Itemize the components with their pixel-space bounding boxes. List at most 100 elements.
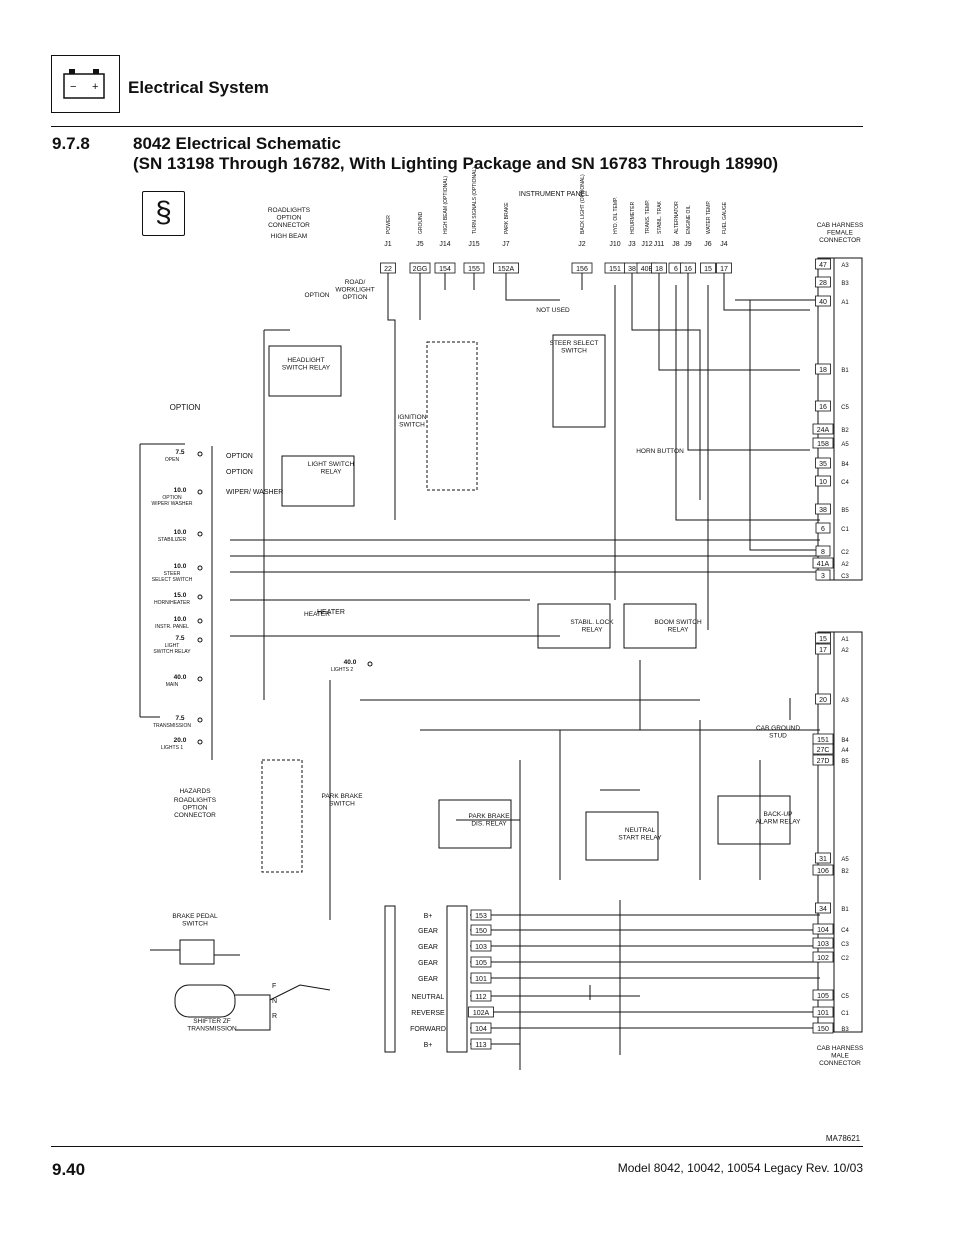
component-label-20-line2: TRANSMISSION xyxy=(187,1026,237,1033)
instrument-col-6-label: BACK LIGHT (OPTIONAL) xyxy=(580,174,586,234)
instrument-jack-j14: J14 xyxy=(439,241,450,248)
instrument-wire-2-box xyxy=(409,262,431,274)
component-label-2: HIGH BEAM xyxy=(271,233,307,240)
component-label-16-line2: START RELAY xyxy=(618,835,662,842)
instrument-jack-j3: J3 xyxy=(628,241,636,248)
instrument-wire-2: 2GG xyxy=(413,266,428,273)
female-wire-5: 16 xyxy=(819,404,827,411)
fuse-3-name: STABILIZER xyxy=(158,537,187,543)
male-wire-3: 20 xyxy=(819,697,827,704)
component-label-23-line3: CONNECTOR xyxy=(819,237,861,244)
female-wire-10: 38 xyxy=(819,507,827,514)
fuse-2-name-2: WIPER/ WASHER xyxy=(152,501,193,507)
instrument-wire-14-box xyxy=(716,262,732,274)
shifter-output-2-wire-box xyxy=(470,924,492,936)
instrument-jack-j1: J1 xyxy=(384,241,392,248)
fuse-10-terminal xyxy=(197,739,203,745)
instrument-jack-j5: J5 xyxy=(416,241,424,248)
component-label-7: IGNITION xyxy=(398,414,427,421)
shifter-position-f: F xyxy=(272,983,276,990)
male-pin-3: A3 xyxy=(841,698,849,704)
female-wire-12-box xyxy=(815,545,831,557)
fuse-right-label-2: OPTION xyxy=(226,469,253,476)
instrument-wire-6: 156 xyxy=(576,266,588,273)
shifter-output-5-wire-box xyxy=(470,972,492,984)
instrument-wire-8: 38 xyxy=(628,266,636,273)
shifter-position-n: N xyxy=(272,998,277,1005)
instrument-wire-12: 16 xyxy=(684,266,692,273)
male-wire-8-box xyxy=(812,864,834,876)
component-label-11-line2: RELAY xyxy=(582,627,603,634)
legal-section-icon: § xyxy=(142,191,185,236)
fuse-3-amps: 10.0 xyxy=(174,529,187,536)
instrument-col-5-label: PARK BRAKE xyxy=(504,202,510,234)
female-pin-10: B5 xyxy=(841,508,849,514)
male-wire-5: 27C xyxy=(817,747,830,754)
component-label-14-line2: SWITCH xyxy=(329,801,355,808)
shifter-output-7-wire: 102A xyxy=(473,1010,490,1017)
instrument-wire-5: 152A xyxy=(498,266,515,273)
male-wire-10-box xyxy=(812,923,834,935)
shifter-output-9-label: B+ xyxy=(424,1042,433,1049)
male-wire-1: 15 xyxy=(819,636,827,643)
female-pin-13: A2 xyxy=(841,562,849,568)
battery-minus: − xyxy=(70,81,76,93)
instrument-jack-j9: J9 xyxy=(684,241,692,248)
male-wire-2: 17 xyxy=(819,647,827,654)
component-label-12: BOOM SWITCH xyxy=(654,619,702,626)
fuse-9-amps: 7.5 xyxy=(175,715,184,722)
shifter-output-9-wire-box xyxy=(470,1038,492,1050)
model-revision: Model 8042, 10042, 10054 Legacy Rev. 10/… xyxy=(617,1161,863,1175)
shifter-output-7-label: REVERSE xyxy=(411,1010,445,1017)
figure-id: MA78621 xyxy=(826,1134,861,1143)
component-label-12-line2: RELAY xyxy=(668,627,689,634)
instrument-wire-12-box xyxy=(680,262,696,274)
fuse-right-label-3: WIPER/ WASHER xyxy=(226,489,283,496)
shifter-output-8-label: FORWARD xyxy=(410,1026,446,1033)
component-label-24-line2: MALE xyxy=(831,1053,849,1060)
instrument-wire-10: 18 xyxy=(655,266,663,273)
instrument-wire-9: 40B xyxy=(641,266,654,273)
component-label-6: LIGHT SWITCH xyxy=(308,461,355,468)
component-label-22-line3: CONNECTOR xyxy=(174,812,216,819)
fuse-7-name: LIGHT xyxy=(165,643,180,649)
component-label-1: ROADLIGHTS xyxy=(268,207,311,214)
male-wire-4: 151 xyxy=(817,737,829,744)
schematic-wiring xyxy=(139,257,863,1070)
female-pin-3: A1 xyxy=(841,300,849,306)
option-header-label: OPTION xyxy=(170,403,201,412)
male-wire-7: 31 xyxy=(819,856,827,863)
male-pin-2: A2 xyxy=(841,648,849,654)
component-label-19: BRAKE PEDAL xyxy=(172,913,218,920)
instrument-wire-10-box xyxy=(651,262,667,274)
shifter-output-8-wire-box xyxy=(470,1022,492,1034)
instrument-wire-1-box xyxy=(380,262,396,274)
component-label-23-line2: FEMALE xyxy=(827,230,854,237)
male-wire-14-box xyxy=(812,1006,834,1018)
component-label-8: STEER SELECT xyxy=(550,340,599,347)
male-wire-15: 150 xyxy=(817,1026,829,1033)
fuse-7-terminal xyxy=(197,637,203,643)
shifter-output-1-wire: 153 xyxy=(475,913,487,920)
male-pin-9: B1 xyxy=(841,907,849,913)
male-pin-15: B3 xyxy=(841,1027,849,1033)
male-pin-5: A4 xyxy=(841,748,849,754)
footer-divider xyxy=(51,1146,863,1147)
female-pin-2: B3 xyxy=(841,281,849,287)
component-label-10: NOT USED xyxy=(536,307,570,314)
male-pin-11: C3 xyxy=(841,942,849,948)
component-label-5-line2: SWITCH RELAY xyxy=(282,365,331,372)
female-pin-9: C4 xyxy=(841,480,849,486)
female-pin-6: B2 xyxy=(841,428,849,434)
instrument-col-1-label: POWER xyxy=(386,215,392,234)
shifter-output-2-wire: 150 xyxy=(475,928,487,935)
header-divider xyxy=(51,126,863,127)
fuse-9-terminal xyxy=(197,717,203,723)
component-label-18: CAB GROUND xyxy=(756,725,800,732)
fuse-1-amps: 7.5 xyxy=(175,449,184,456)
male-pin-12: C2 xyxy=(841,956,849,962)
instrument-wire-4: 155 xyxy=(468,266,480,273)
battery-icon-box: − + xyxy=(51,55,120,113)
component-label-3-line2: WORKLIGHT xyxy=(335,287,374,294)
male-pin-8: B2 xyxy=(841,869,849,875)
